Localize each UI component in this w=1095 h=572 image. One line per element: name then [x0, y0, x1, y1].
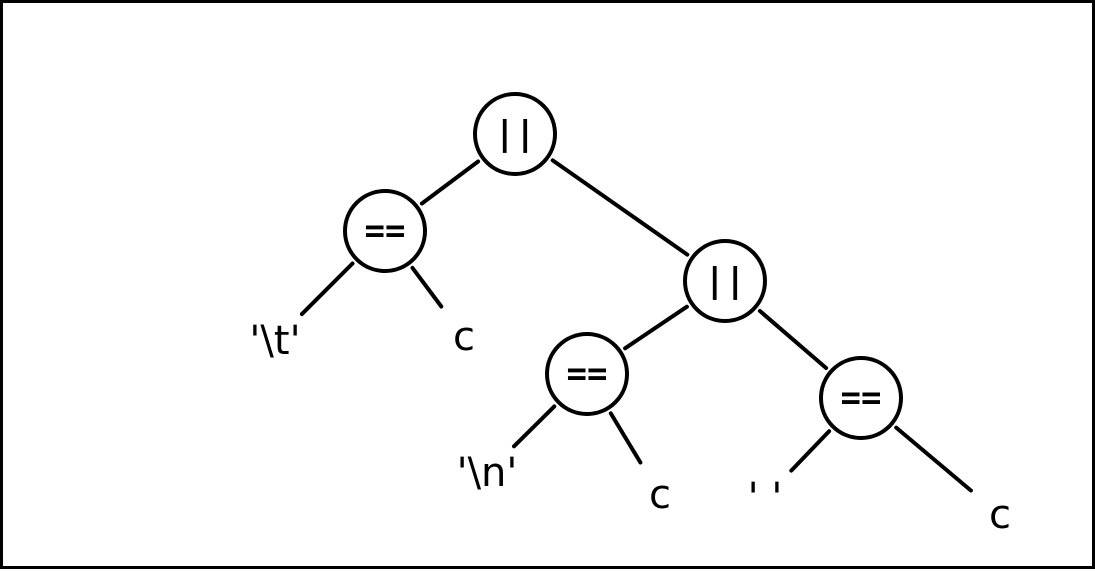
- edge-eq3-c3: [894, 425, 973, 493]
- node-circle: [545, 332, 629, 416]
- leaf-node-lit_tab: '\t': [249, 318, 300, 364]
- node-label: ==: [365, 211, 406, 251]
- operator-node-eq3: ==: [819, 356, 903, 440]
- node-circle: [683, 239, 767, 323]
- node-label: c: [453, 314, 475, 360]
- operator-node-or2: ||: [683, 239, 767, 323]
- edge-eq2-c2: [608, 411, 643, 465]
- edge-or1-eq1: [419, 159, 481, 206]
- leaf-node-c3: c: [989, 492, 1011, 538]
- node-circle: [819, 356, 903, 440]
- expression-tree-diagram: || == '\t' c || == '\n' c == ' ' c: [249, 92, 1011, 538]
- node-label: ' ': [748, 475, 783, 521]
- edge-or1-or2: [550, 158, 690, 257]
- edge-eq3-lit_space: [789, 429, 832, 473]
- operator-node-or1: ||: [473, 92, 557, 176]
- node-label: c: [649, 472, 671, 518]
- edge-eq2-lit_newline: [512, 404, 557, 449]
- node-circle: [473, 92, 557, 176]
- node-label: '\t': [249, 318, 300, 364]
- node-label: ==: [567, 354, 608, 394]
- node-label: ||: [495, 114, 536, 154]
- edge-eq1-c1: [410, 265, 444, 309]
- node-label: '\n': [457, 450, 518, 496]
- edge-or2-eq2: [623, 304, 689, 351]
- node-label: c: [989, 492, 1011, 538]
- leaf-node-lit_newline: '\n': [457, 450, 518, 496]
- leaf-node-c1: c: [453, 314, 475, 360]
- edge-eq1-lit_tab: [299, 261, 355, 317]
- leaf-node-c2: c: [649, 472, 671, 518]
- operator-node-eq2: ==: [545, 332, 629, 416]
- nodes-layer: || == '\t' c || == '\n' c == ' ' c: [249, 92, 1011, 538]
- edge-or2-eq3: [757, 309, 829, 370]
- edges-layer: [299, 158, 973, 493]
- operator-node-eq1: ==: [343, 189, 427, 273]
- node-circle: [343, 189, 427, 273]
- node-label: ||: [705, 261, 746, 301]
- node-label: ==: [841, 378, 882, 418]
- leaf-node-lit_space: ' ': [748, 475, 783, 521]
